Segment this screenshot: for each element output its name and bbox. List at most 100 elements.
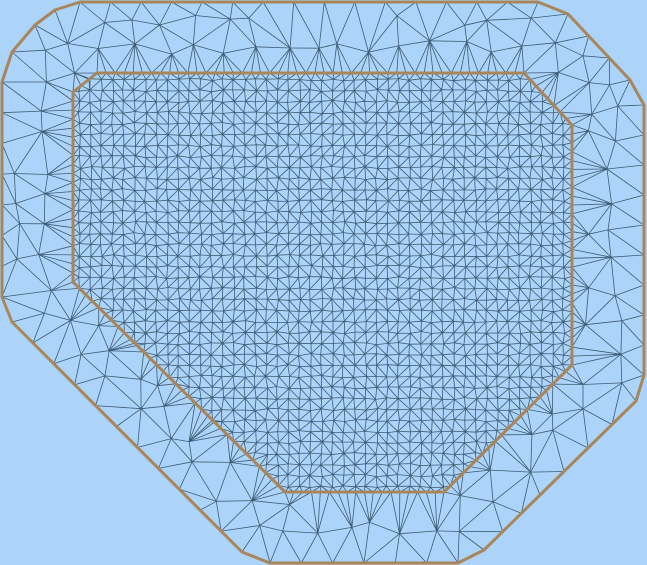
mesh-edge xyxy=(289,454,300,465)
mesh-edge xyxy=(508,365,519,378)
mesh-edge xyxy=(452,419,455,432)
mesh-edge xyxy=(223,299,235,312)
mesh-edge xyxy=(79,188,92,191)
mesh-edge xyxy=(233,244,246,255)
mesh-edge xyxy=(1,173,17,204)
mesh-edge xyxy=(177,232,180,244)
mesh-edge xyxy=(354,168,356,179)
mesh-edge xyxy=(496,386,498,399)
mesh-edge xyxy=(321,375,333,378)
mesh-edge xyxy=(135,256,147,267)
mesh-edge xyxy=(321,199,333,202)
mesh-edge xyxy=(133,309,147,312)
mesh-edge xyxy=(364,244,366,256)
mesh-edge xyxy=(475,354,487,366)
mesh-edge xyxy=(189,354,202,366)
mesh-edge xyxy=(177,365,190,377)
mesh-edge xyxy=(145,79,157,81)
mesh-edge xyxy=(475,122,486,125)
mesh-edge xyxy=(201,188,213,191)
mesh-edge xyxy=(276,331,290,334)
mesh-edge xyxy=(278,431,290,443)
mesh-edge xyxy=(266,100,278,103)
mesh-edge xyxy=(475,321,487,334)
mesh-edge xyxy=(409,321,422,332)
mesh-edge xyxy=(167,166,178,169)
mesh-edge xyxy=(519,222,532,235)
mesh-edge xyxy=(365,386,377,389)
mesh-edge xyxy=(465,332,476,345)
mesh-edge xyxy=(122,124,125,135)
mesh-edge xyxy=(520,79,531,92)
mesh-edge xyxy=(320,179,322,189)
mesh-edge xyxy=(443,157,455,168)
mesh-edge xyxy=(100,200,113,213)
mesh-edge xyxy=(553,221,564,224)
mesh-edge xyxy=(266,364,278,367)
mesh-edge xyxy=(243,244,246,257)
mesh-edge xyxy=(256,90,267,102)
mesh-edge xyxy=(320,408,324,422)
mesh-edge xyxy=(366,419,378,422)
mesh-edge xyxy=(135,177,147,179)
mesh-edge xyxy=(342,299,345,311)
mesh-edge xyxy=(530,112,543,124)
mesh-edge xyxy=(408,190,422,202)
mesh-edge xyxy=(454,399,466,410)
mesh-edge xyxy=(530,155,542,158)
mesh-edge xyxy=(156,189,167,202)
mesh-edge xyxy=(155,245,168,256)
mesh-edge xyxy=(376,188,388,191)
mesh-edge xyxy=(288,431,301,442)
mesh-edge xyxy=(135,212,147,222)
mesh-edge xyxy=(388,463,400,466)
mesh-edge xyxy=(364,233,367,245)
mesh-edge xyxy=(486,256,488,267)
mesh-edge xyxy=(232,364,245,377)
mesh-edge xyxy=(410,166,421,169)
mesh-edge xyxy=(497,321,509,334)
mesh-edge xyxy=(234,112,245,124)
mesh-edge xyxy=(144,200,157,202)
mesh-edge xyxy=(519,211,521,224)
mesh-edge xyxy=(354,388,366,399)
mesh-edge xyxy=(244,145,257,157)
mesh-edge xyxy=(122,155,125,169)
mesh-edge xyxy=(134,211,136,222)
mesh-edge xyxy=(201,243,211,256)
mesh-edge xyxy=(332,211,344,223)
mesh-edge xyxy=(342,256,355,267)
mesh-edge xyxy=(167,134,179,136)
mesh-edge xyxy=(277,201,289,212)
mesh-edge xyxy=(232,155,245,158)
mesh-edge xyxy=(144,201,157,212)
mesh-edge xyxy=(212,409,222,421)
mesh-edge xyxy=(571,231,589,235)
mesh-edge xyxy=(265,364,268,377)
mesh-edge xyxy=(112,211,124,224)
mesh-edge xyxy=(454,365,466,377)
mesh-edge xyxy=(188,310,202,322)
mesh-edge xyxy=(364,398,367,411)
mesh-edge xyxy=(321,134,323,147)
mesh-edge xyxy=(78,91,81,102)
mesh-edge xyxy=(156,90,168,103)
mesh-edge xyxy=(332,178,343,191)
mesh-edge xyxy=(159,24,173,55)
mesh-edge xyxy=(375,309,388,322)
mesh-edge xyxy=(310,410,312,422)
mesh-edge xyxy=(188,299,191,311)
mesh-edge xyxy=(454,287,465,299)
mesh-edge xyxy=(354,177,356,191)
mesh-edge xyxy=(353,79,366,91)
mesh-edge xyxy=(112,167,125,169)
mesh-edge xyxy=(421,133,433,136)
mesh-edge xyxy=(541,299,553,301)
mesh-edge xyxy=(320,166,332,168)
mesh-edge xyxy=(333,145,345,156)
mesh-edge xyxy=(221,78,224,90)
mesh-edge xyxy=(189,222,201,234)
mesh-edge xyxy=(47,154,74,175)
mesh-edge xyxy=(442,364,455,367)
mesh-edge xyxy=(419,201,422,212)
